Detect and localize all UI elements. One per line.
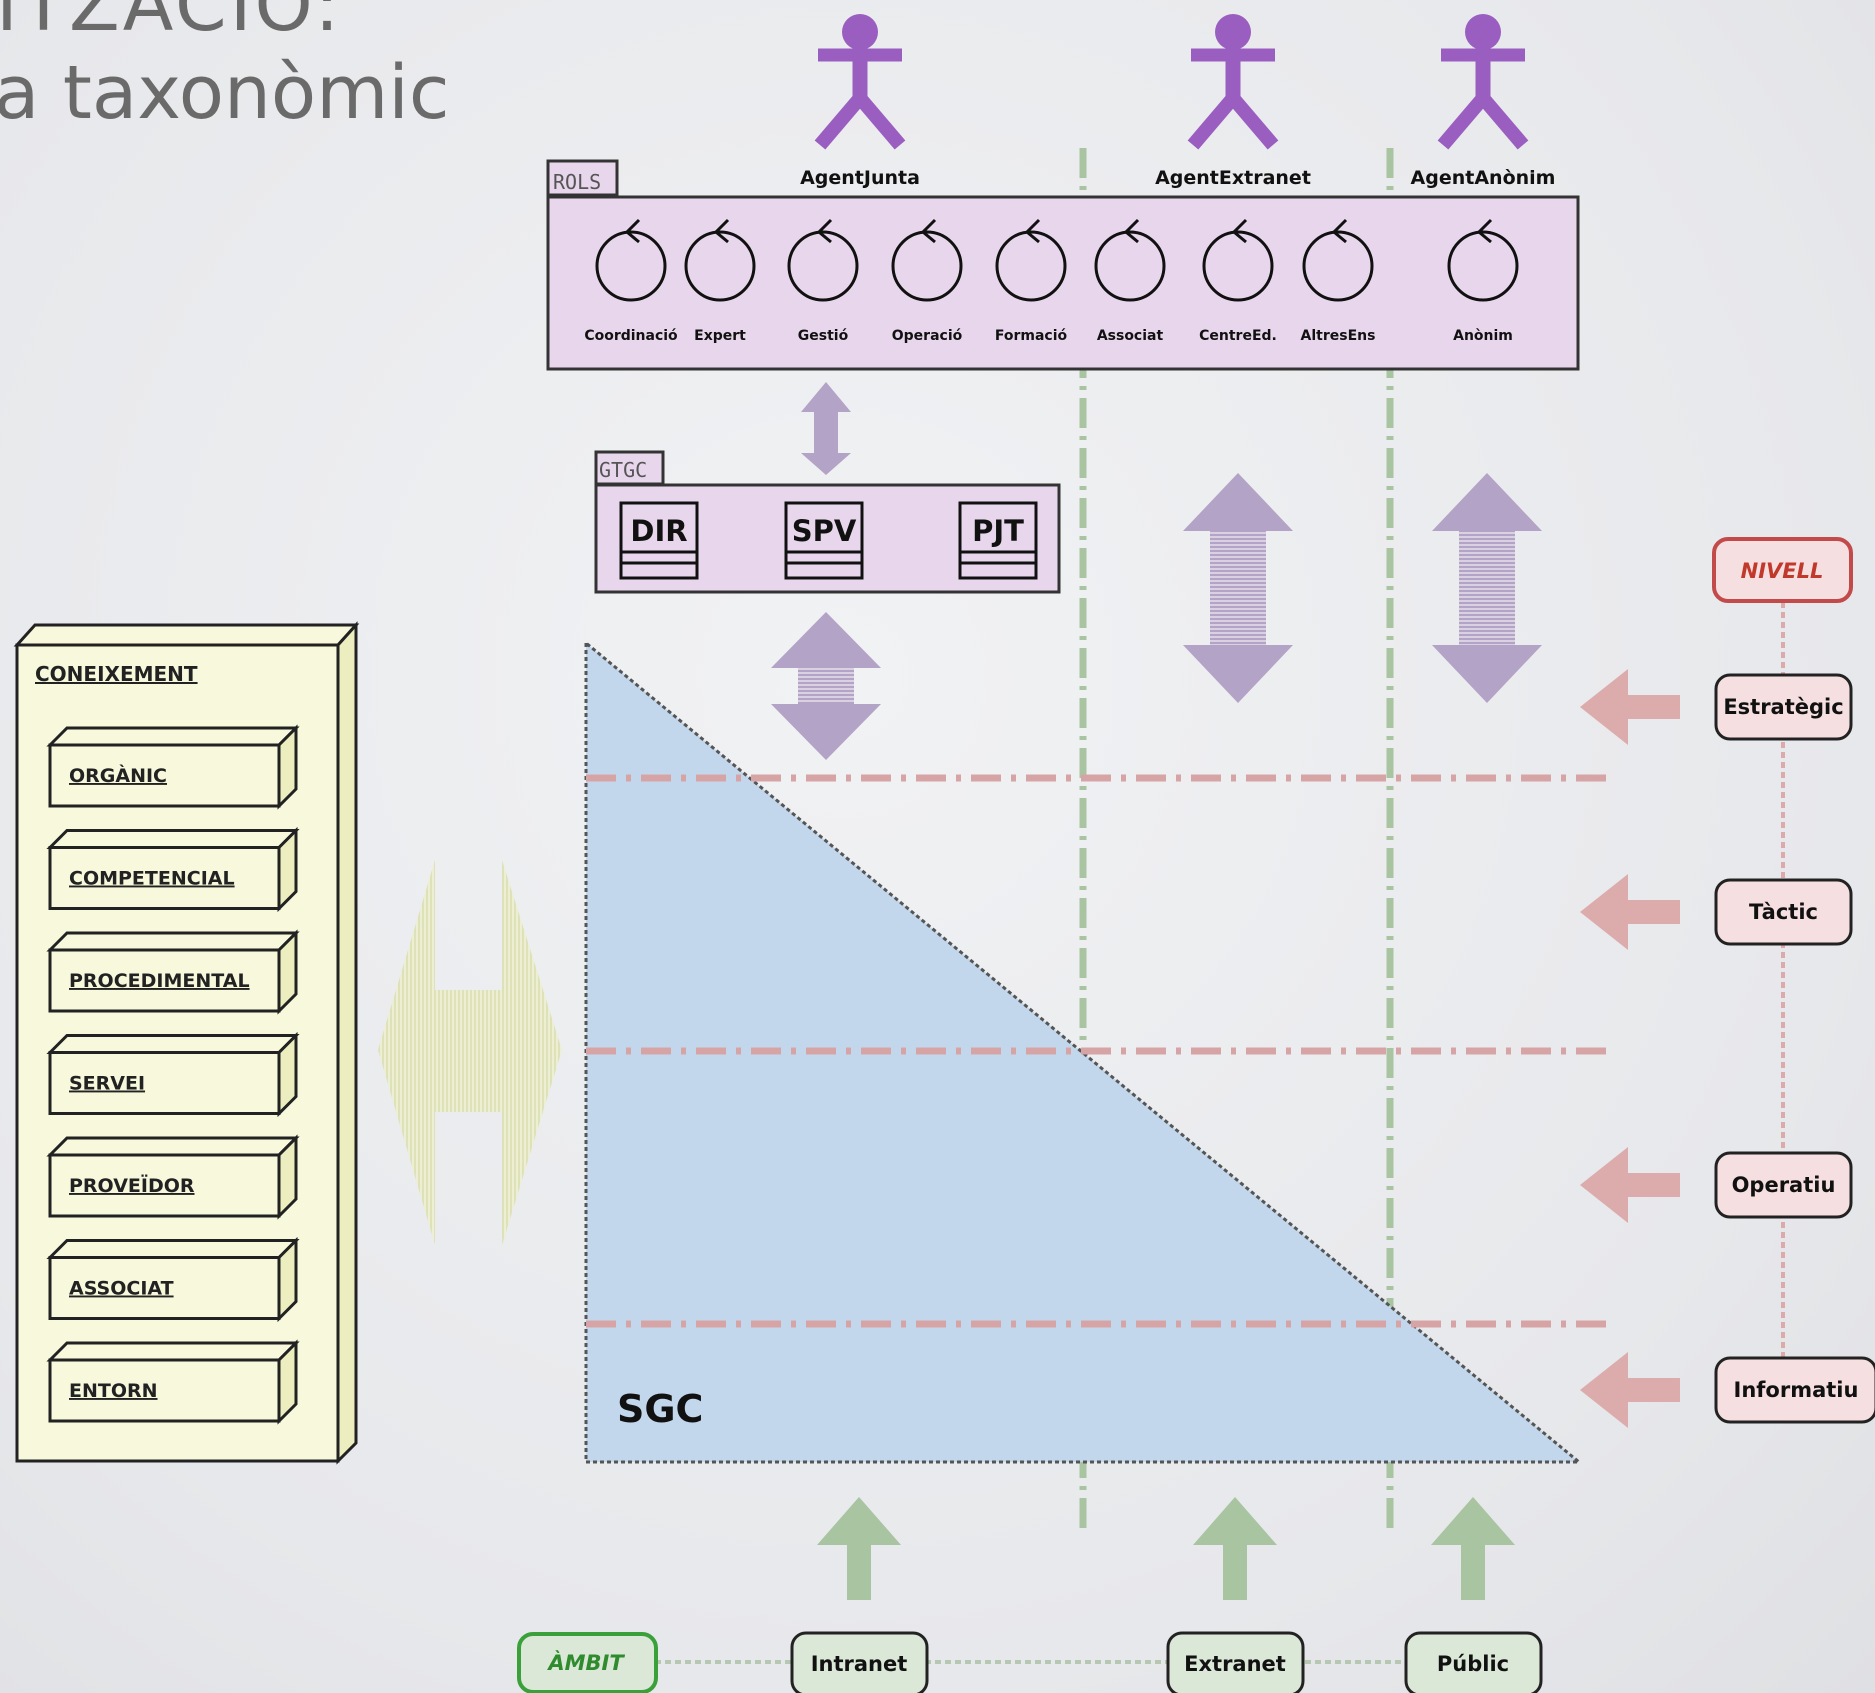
gtgc-unit-label: PJT	[972, 514, 1024, 548]
knowledge-item	[46, 724, 300, 810]
ambit-header	[517, 1632, 658, 1693]
scope-box	[1404, 1631, 1543, 1693]
role-label: CentreEd.	[1199, 328, 1277, 344]
knowledge-item-label: ORGÀNIC	[69, 764, 167, 787]
knowledge-sgc-arrow	[378, 860, 562, 1245]
role-control-icon	[1094, 218, 1166, 302]
slide-subtitle: a taxonòmic	[0, 50, 450, 136]
role-control-icon	[891, 218, 963, 302]
nivell-header	[1712, 537, 1853, 603]
role-label: AltresEns	[1301, 328, 1376, 344]
scope-box	[1166, 1631, 1305, 1693]
knowledge-item	[46, 826, 300, 913]
gtgc-tab-label: GTGC	[599, 458, 647, 482]
gtgc-unit-label: DIR	[630, 514, 687, 548]
scope-box	[790, 1631, 929, 1693]
ambit-header-label: ÀMBIT	[546, 1650, 625, 1675]
role-label: Operació	[892, 328, 963, 344]
level-arrow	[1580, 1147, 1680, 1223]
gtgc-unit-label: SPV	[792, 514, 857, 548]
knowledge-item-label: COMPETENCIAL	[69, 868, 235, 890]
knowledge-item	[46, 929, 300, 1015]
actor-icon	[1437, 14, 1529, 150]
role-control-icon	[995, 218, 1067, 302]
role-label: Anònim	[1453, 328, 1513, 344]
rols-tab-label: ROLS	[553, 170, 601, 194]
knowledge-item-label: PROVEÏDOR	[69, 1173, 195, 1197]
knowledge-item-label: SERVEI	[69, 1073, 145, 1095]
role-label: Formació	[995, 328, 1068, 344]
knowledge-item	[46, 1134, 300, 1220]
role-label: Coordinació	[584, 328, 678, 344]
level-box	[1714, 878, 1853, 946]
role-control-icon	[684, 218, 756, 302]
role-control-icon	[1447, 218, 1519, 302]
level-label: Operatiu	[1732, 1173, 1836, 1197]
level-box	[1714, 1151, 1853, 1219]
gtgc-sgc-arrow	[771, 612, 881, 760]
role-control-icon	[595, 218, 667, 302]
actor-icon	[814, 14, 906, 150]
gtgc-unit-box	[784, 501, 864, 580]
public-level-arrow	[1432, 473, 1542, 703]
role-control-icon	[1302, 218, 1374, 302]
scope-arrow	[1431, 1497, 1515, 1600]
coneixement-title: CONEIXEMENT	[35, 662, 198, 686]
extranet-level-arrow	[1183, 473, 1293, 703]
level-label: Informatiu	[1734, 1378, 1859, 1402]
role-control-icon	[787, 218, 859, 302]
nivell-header-label: NIVELL	[1741, 559, 1824, 583]
scope-arrow	[817, 1497, 901, 1600]
gtgc-unit-box	[958, 501, 1038, 580]
level-box	[1714, 673, 1853, 741]
actor-icon	[1187, 14, 1279, 150]
role-label: Expert	[694, 328, 746, 344]
knowledge-item	[46, 1339, 300, 1425]
actor-label: AgentJunta	[800, 167, 920, 189]
scope-label: Públic	[1437, 1652, 1509, 1676]
knowledge-item-label: PROCEDIMENTAL	[69, 970, 250, 992]
scope-label: Extranet	[1184, 1652, 1286, 1676]
level-arrow	[1580, 669, 1680, 745]
actor-label: AgentAnònim	[1411, 167, 1556, 189]
knowledge-item	[46, 1236, 300, 1323]
role-label: Gestió	[798, 328, 849, 344]
gtgc-unit-box	[619, 501, 699, 580]
level-label: Tàctic	[1749, 900, 1818, 924]
actor-label: AgentExtranet	[1155, 167, 1311, 189]
sgc-label: SGC	[617, 1387, 703, 1431]
rols-gtgc-arrow	[801, 382, 851, 475]
scope-arrow	[1193, 1497, 1277, 1600]
level-arrow	[1580, 874, 1680, 950]
level-box	[1714, 1356, 1875, 1424]
knowledge-item-label: ENTORN	[69, 1380, 158, 1402]
rols-package: ROLS	[546, 159, 1580, 371]
scope-label: Intranet	[811, 1652, 908, 1676]
role-control-icon	[1202, 218, 1274, 302]
slide-title: ITZACIÓ:	[0, 0, 343, 48]
role-label: Associat	[1097, 328, 1164, 344]
level-label: Estratègic	[1723, 695, 1843, 719]
knowledge-item-label: ASSOCIAT	[69, 1278, 174, 1300]
knowledge-item	[46, 1031, 300, 1118]
level-arrow	[1580, 1352, 1680, 1428]
